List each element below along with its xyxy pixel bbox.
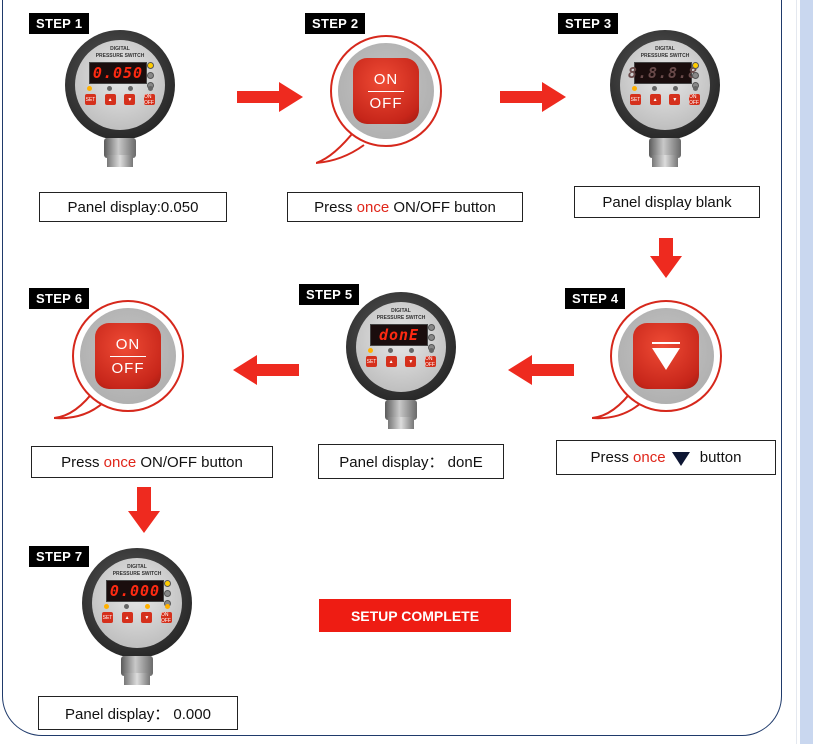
down-key-icon: ▼	[124, 94, 136, 105]
step-1-caption: Panel display:0.050	[39, 192, 227, 222]
arrow-left-icon	[233, 355, 299, 385]
step-7-caption: Panel display： 0.000	[38, 696, 238, 730]
down-key-icon: ▼	[405, 356, 417, 367]
down-triangle-icon	[671, 451, 690, 466]
side-panel	[800, 0, 813, 744]
gauge-lcd-display: donE	[370, 324, 428, 346]
step-1-badge: STEP 1	[29, 13, 90, 34]
up-key-icon: ▲	[649, 94, 661, 105]
step-6-badge: STEP 6	[29, 288, 90, 309]
down-key-icon: ▼	[141, 612, 153, 623]
on-off-key: ON OFF	[95, 323, 161, 389]
arrow-left-icon	[508, 355, 574, 385]
arrow-down-icon	[650, 238, 682, 278]
gauge-title-line1: DIGITAL	[110, 46, 130, 52]
arrow-down-icon	[128, 487, 160, 533]
step-4-caption: Press once button	[556, 440, 776, 475]
sidebar-divider	[796, 0, 797, 744]
down-key-icon: ▼	[669, 94, 681, 105]
step-4-badge: STEP 4	[565, 288, 626, 309]
step-7-badge: STEP 7	[29, 546, 90, 567]
on-off-key: ON OFF	[353, 58, 419, 124]
down-key	[633, 323, 699, 389]
step-5-caption: Panel display： donE	[318, 444, 504, 479]
gauge-lcd-display: 0.000	[106, 580, 164, 602]
down-triangle-icon	[652, 342, 680, 370]
up-key-icon: ▲	[385, 356, 397, 367]
content-frame	[2, 0, 782, 736]
gauge-lcd-display: 8.8.8.8	[627, 62, 699, 84]
step-3-badge: STEP 3	[558, 13, 619, 34]
up-key-icon: ▲	[104, 94, 116, 105]
onoff-key: ON OFF	[143, 93, 155, 106]
arrow-right-icon	[500, 82, 566, 112]
set-key: SET	[85, 94, 96, 105]
step-6-caption: Press once ON/OFF button	[31, 446, 273, 478]
speech-tail-icon	[316, 128, 365, 164]
gauge-title-line2: PRESSURE SWITCH	[95, 53, 145, 59]
gauge-lcd-display: 0.050	[89, 62, 147, 84]
step-5-badge: STEP 5	[299, 284, 360, 305]
step-3-caption: Panel display blank	[574, 186, 760, 218]
step-2-badge: STEP 2	[305, 13, 366, 34]
arrow-right-icon	[237, 82, 303, 112]
step-2-caption: Press once ON/OFF button	[287, 192, 523, 222]
setup-complete-banner: SETUP COMPLETE	[319, 599, 511, 632]
up-key-icon: ▲	[121, 612, 133, 623]
